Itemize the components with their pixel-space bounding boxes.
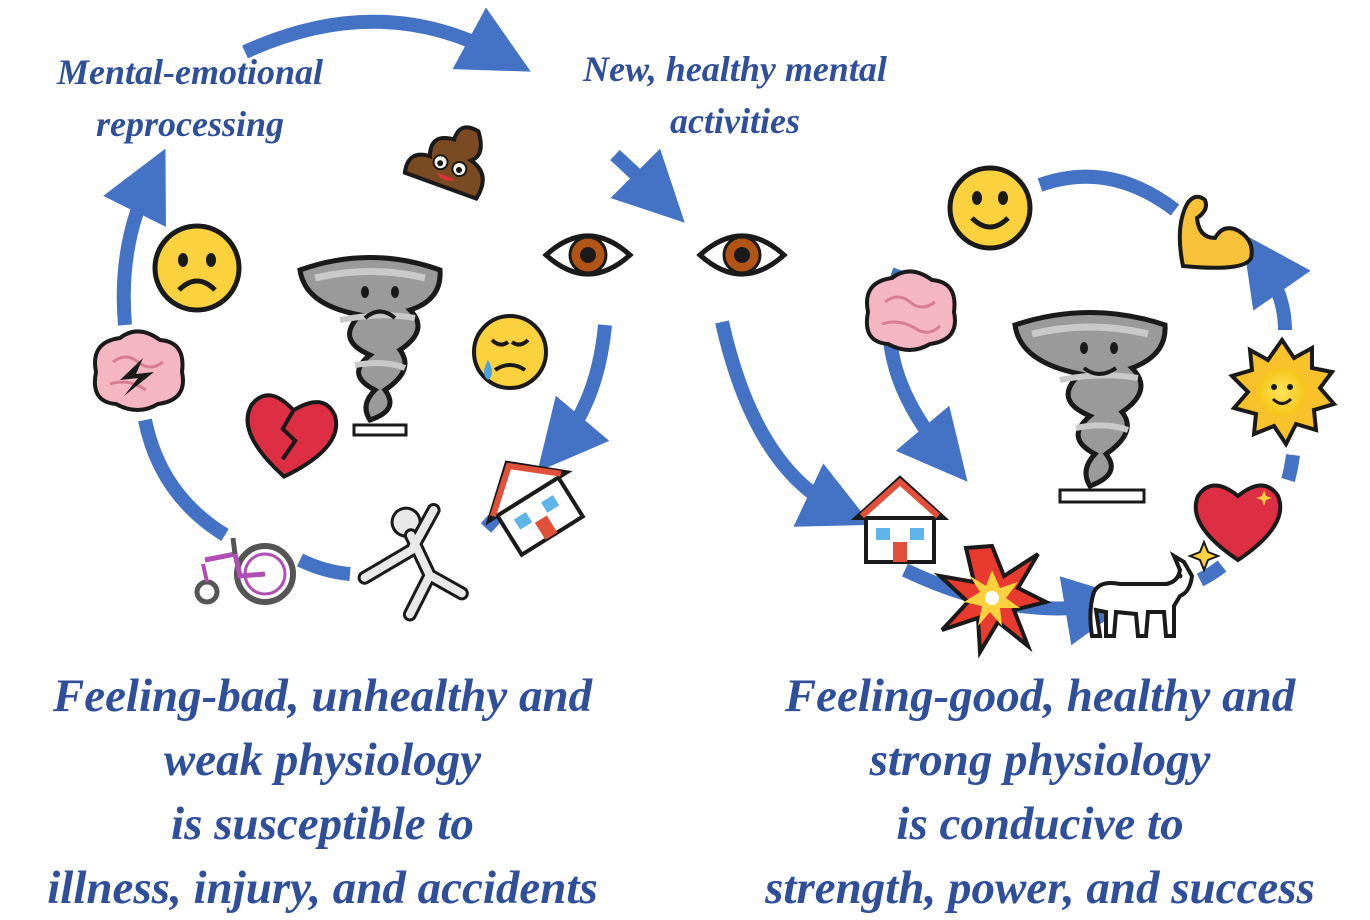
caption-line: strength, power, and success — [765, 862, 1315, 914]
broken-heart-icon — [245, 393, 339, 479]
arrow-top-curve — [242, 7, 531, 72]
caption-line: Feeling-bad, unhealthy and — [52, 670, 593, 722]
arrow-to-eye — [610, 148, 685, 223]
arrow-eye-to-house — [537, 324, 612, 472]
arrow-left-up — [103, 148, 166, 326]
caption-line: is susceptible to — [171, 798, 474, 850]
sun-face-icon — [1228, 336, 1338, 448]
caption-line: strong physiology — [869, 734, 1211, 786]
collision-icon — [933, 543, 1052, 659]
eye-icon — [696, 233, 788, 277]
poop-icon — [402, 125, 485, 202]
brain-icon — [865, 269, 957, 352]
happy-tornado-icon — [1012, 310, 1168, 504]
caption-line: is conducive to — [896, 798, 1184, 850]
smiling-face-icon — [947, 165, 1033, 251]
label-line: Mental-emotional — [56, 52, 323, 92]
label-line: activities — [670, 101, 800, 141]
brain-lightning-icon — [93, 329, 185, 412]
arrow-right-top — [1037, 169, 1180, 216]
arrow-bottom-left — [296, 553, 351, 581]
arrow-right-bottom — [1196, 560, 1227, 587]
left-caption: Feeling-bad, unhealthy and weak physiolo… — [0, 664, 645, 920]
arrow-left-lower — [138, 418, 229, 541]
caption-line: illness, injury, and accidents — [47, 862, 598, 914]
caption-line: weak physiology — [163, 734, 482, 786]
label-line: New, healthy mental — [583, 49, 887, 89]
arrow-eye-right — [715, 320, 872, 527]
tilted-house-icon — [485, 460, 586, 558]
frowning-face-icon — [152, 223, 242, 313]
sad-tornado-icon — [297, 255, 443, 437]
label-line: reprocessing — [96, 104, 284, 144]
flexed-biceps-icon — [1177, 194, 1254, 270]
sparkling-heart-icon — [1187, 483, 1283, 573]
wheelchair-icon — [194, 537, 296, 605]
crying-face-icon — [472, 314, 548, 390]
goat-icon — [1088, 551, 1195, 638]
falling-person-icon — [357, 503, 469, 622]
caption-line: Feeling-good, healthy and — [784, 670, 1296, 722]
eye-icon — [542, 233, 634, 277]
house-icon — [850, 475, 950, 564]
right-caption: Feeling-good, healthy and strong physiol… — [715, 664, 1365, 920]
arrow-right-up — [1241, 233, 1311, 331]
label-reprocessing: Mental-emotional reprocessing — [20, 46, 360, 150]
label-new-activities: New, healthy mental activities — [540, 43, 930, 147]
arrow-right-mid — [1281, 454, 1300, 483]
